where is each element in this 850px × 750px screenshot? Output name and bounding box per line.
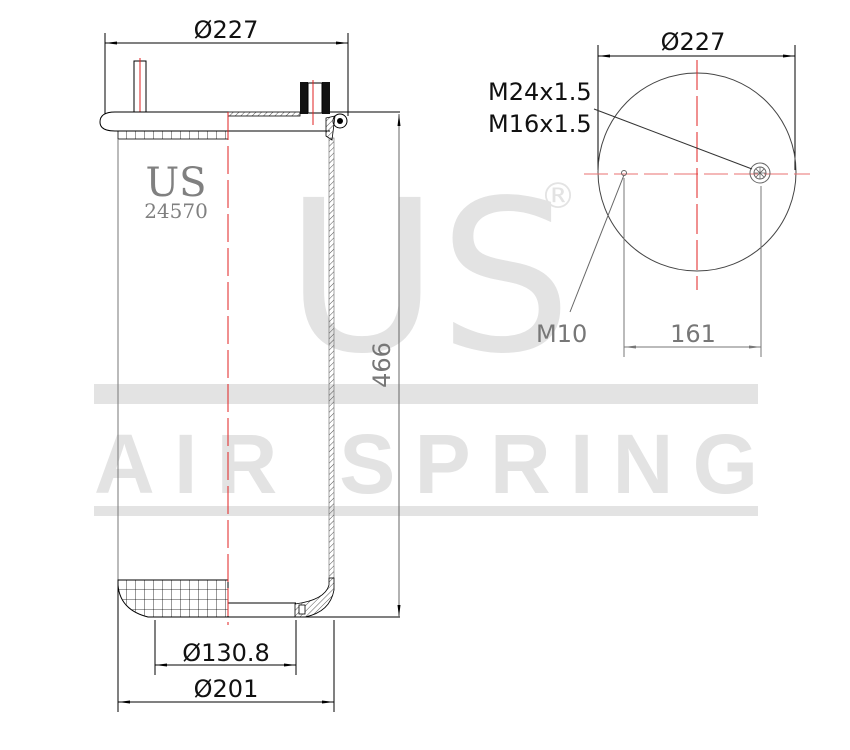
part-number-label: 24570: [144, 199, 208, 223]
brand-label: US: [145, 160, 206, 206]
watermark-bar-bottom: [94, 506, 758, 516]
side-top-diameter-label: Ø227: [194, 16, 259, 44]
registered-mark: ®: [540, 176, 576, 217]
top-view: Ø227 M24x1.5 M16x1.5 M10 161: [488, 28, 810, 357]
bottom-inner-diameter-label: Ø130.8: [182, 639, 270, 667]
thread-m16-label: M16x1.5: [488, 110, 592, 138]
watermark-tagline: AIR SPRING: [94, 417, 758, 511]
watermark-bar-top: [94, 384, 758, 404]
watermark-logo: US: [285, 155, 572, 400]
thread-m24-label: M24x1.5: [488, 78, 592, 106]
stud-thread-label: M10: [536, 320, 587, 348]
top-diameter-label: Ø227: [661, 28, 726, 56]
side-height-label: 466: [368, 342, 396, 388]
bottom-outer-diameter-label: Ø201: [194, 675, 259, 703]
bolt-spacing-label: 161: [670, 320, 716, 348]
side-view: Ø227 466: [99, 16, 401, 712]
